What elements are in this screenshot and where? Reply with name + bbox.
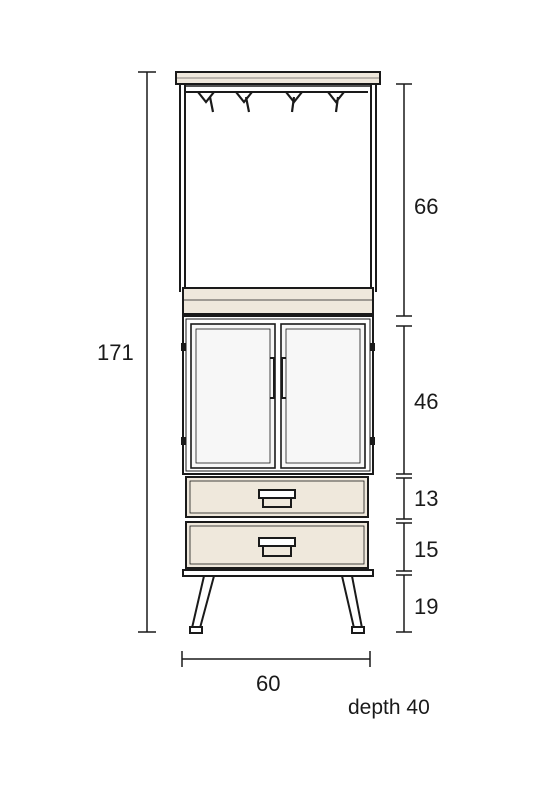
right-door-inner-frame (285, 328, 361, 464)
height-dimension-line (138, 71, 156, 633)
drawer-bottom-inner (189, 525, 365, 565)
upper-frame (179, 84, 377, 292)
width-dimension-line (181, 651, 371, 667)
cabinet-frame (182, 315, 374, 475)
depth-label: depth 40 (348, 696, 430, 719)
door-handles (270, 357, 286, 399)
section-dimension-lines (396, 83, 412, 633)
open-shelf (182, 287, 374, 315)
glass-hooks (197, 91, 345, 113)
cabinet-inner-frame (185, 318, 371, 472)
total-height-label: 171 (97, 340, 134, 365)
right-glass-door (280, 323, 366, 469)
top-section-label: 66 (414, 194, 438, 219)
base-rail (182, 569, 374, 577)
cabinet-section-label: 46 (414, 389, 438, 414)
width-label: 60 (256, 671, 280, 696)
drawer-bottom-handle (258, 537, 296, 557)
legs-label: 19 (414, 594, 438, 619)
drawer-top-handle (258, 489, 296, 508)
drawer-top (185, 476, 369, 518)
drawer-bottom-label: 15 (414, 537, 438, 562)
hinges (181, 343, 375, 445)
drawer-top-label: 13 (414, 486, 438, 511)
legs (189, 575, 365, 634)
cabinet-drawing (175, 71, 381, 634)
left-door-inner-frame (195, 328, 271, 464)
left-glass-door (190, 323, 276, 469)
drawer-top-inner (189, 480, 365, 514)
